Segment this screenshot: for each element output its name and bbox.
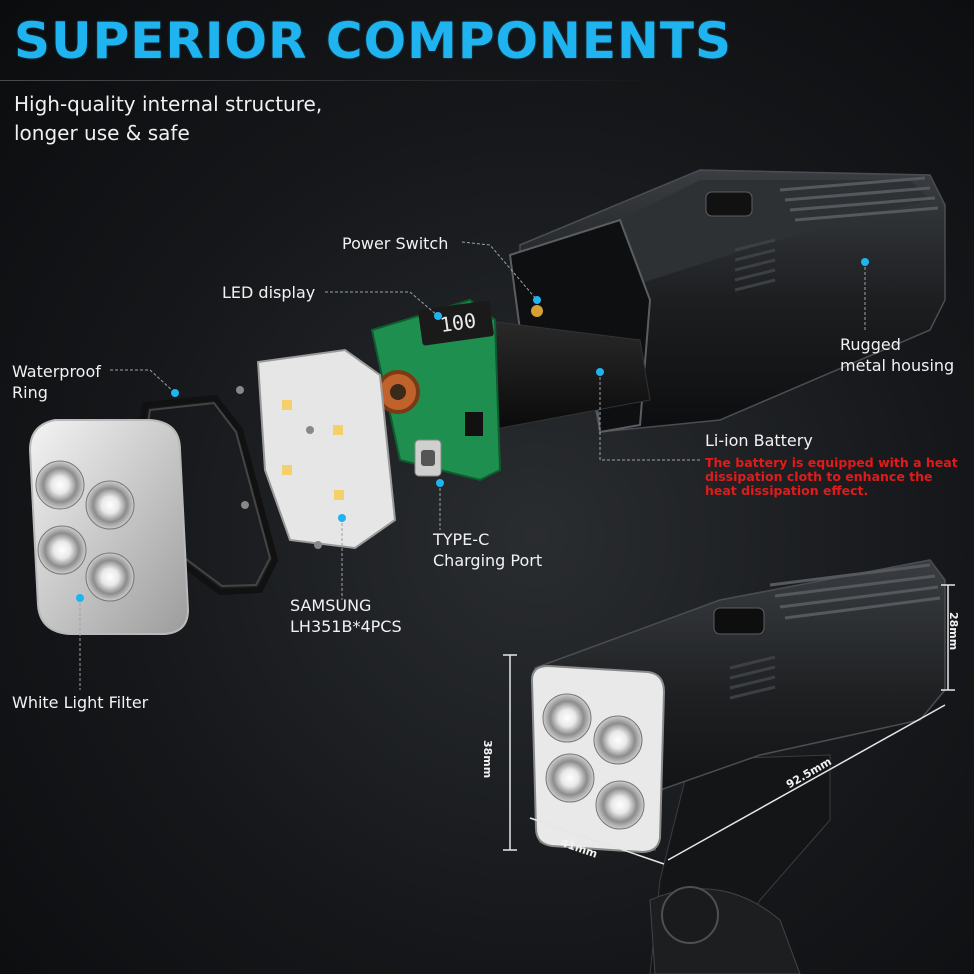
label-rugged-housing: Rugged metal housing	[840, 334, 954, 376]
pcb-board: 100	[370, 298, 543, 482]
page-title: SUPERIOR COMPONENTS	[14, 12, 732, 70]
label-waterproof-ring-line-1: Waterproof	[12, 362, 101, 381]
samsung-led-1	[282, 400, 292, 410]
dim-height-front: 38mm	[481, 740, 494, 779]
lens-cell-1	[35, 460, 85, 510]
label-samsung-line-1: SAMSUNG	[290, 596, 372, 615]
power-switch-component	[531, 305, 543, 317]
lens-cell-4	[85, 552, 135, 602]
callout-dots	[76, 258, 869, 602]
power-button-housing	[705, 191, 753, 217]
label-power-switch: Power Switch	[342, 234, 449, 253]
label-waterproof-ring: Waterproof Ring	[12, 361, 101, 403]
dimension-lines	[503, 584, 955, 865]
subtitle-line-1: High-quality internal structure,	[14, 92, 323, 116]
pcb-chip	[465, 412, 483, 436]
label-li-ion-battery: Li-ion Battery	[705, 431, 813, 450]
samsung-led-2	[333, 425, 343, 435]
dim-height-top: 28mm	[947, 612, 960, 651]
led-board	[236, 348, 397, 550]
label-white-light-filter: White Light Filter	[12, 693, 149, 712]
assembled-light	[530, 559, 946, 974]
label-type-c-line-2: Charging Port	[433, 551, 543, 570]
subtitle: High-quality internal structure, longer …	[14, 90, 322, 148]
samsung-led-4	[334, 490, 344, 500]
callout-leaders	[79, 241, 866, 690]
front-led-4	[595, 780, 645, 830]
power-button	[713, 607, 765, 635]
label-type-c: TYPE-C Charging Port	[433, 529, 542, 571]
samsung-led-3	[282, 465, 292, 475]
mount-knob	[661, 886, 719, 944]
front-led-1	[542, 693, 592, 743]
title-divider	[0, 80, 680, 81]
subtitle-line-2: longer use & safe	[14, 121, 190, 145]
label-rugged-housing-line-2: metal housing	[840, 356, 955, 375]
front-led-2	[593, 715, 643, 765]
label-waterproof-ring-line-2: Ring	[12, 383, 48, 402]
front-led-3	[545, 753, 595, 803]
label-led-display: LED display	[222, 283, 316, 302]
lens-cell-2	[85, 480, 135, 530]
label-rugged-housing-line-1: Rugged	[840, 335, 901, 354]
front-lens	[530, 664, 666, 854]
led-display-screen	[418, 300, 494, 346]
lens-cell-3	[37, 525, 87, 575]
label-samsung-line-2: LH351B*4PCS	[290, 617, 402, 636]
label-type-c-line-1: TYPE-C	[433, 530, 490, 549]
battery-note: The battery is equipped with a heat diss…	[705, 455, 958, 498]
display-readout: 100	[438, 308, 477, 337]
label-samsung: SAMSUNG LH351B*4PCS	[290, 595, 402, 637]
white-light-filter	[28, 419, 190, 635]
